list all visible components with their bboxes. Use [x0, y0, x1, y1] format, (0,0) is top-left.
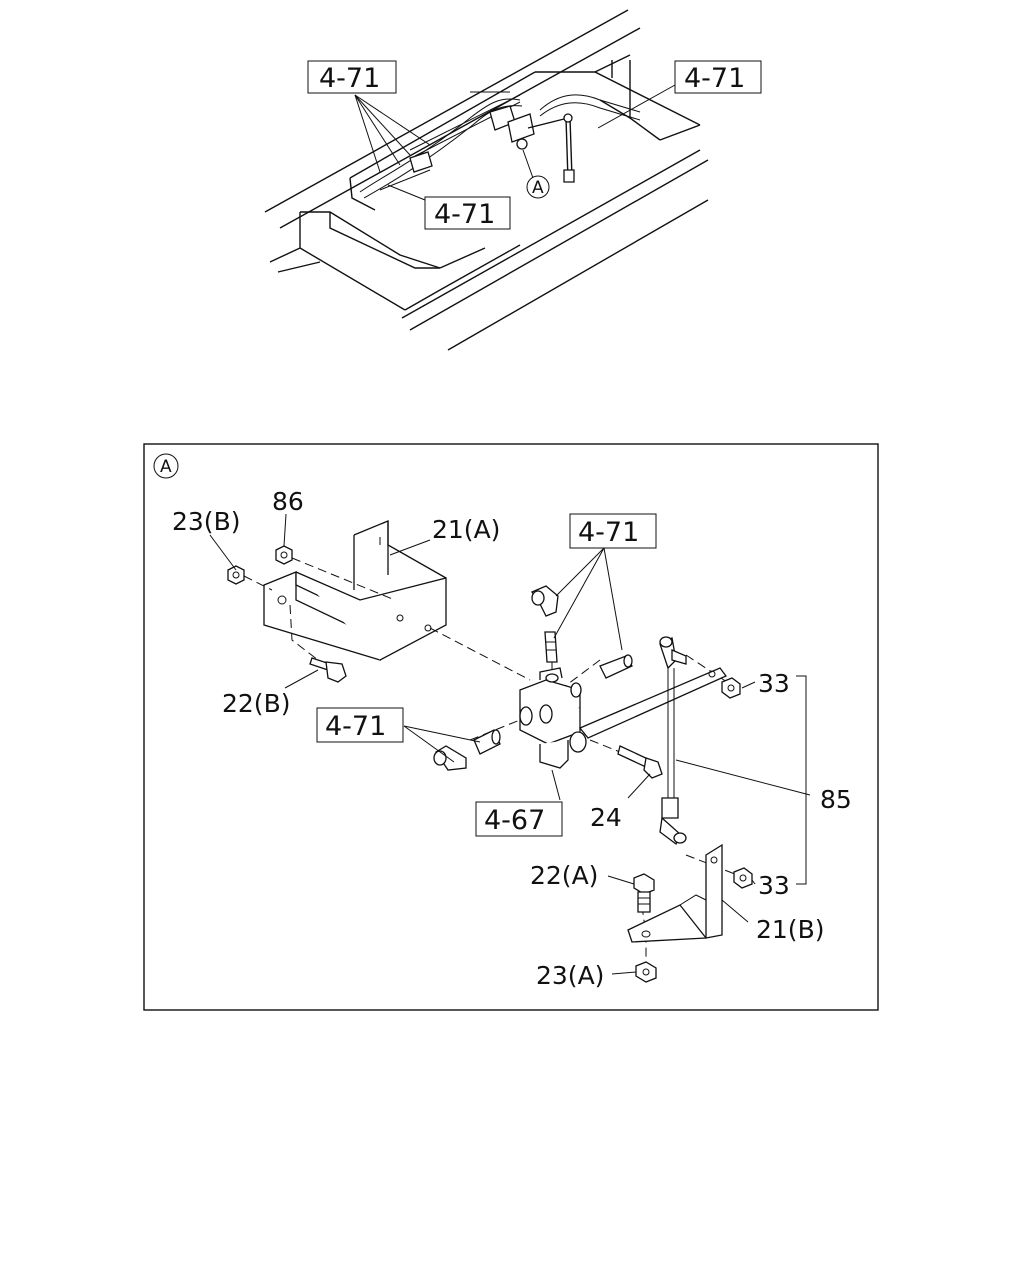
- nut-23b: [227, 565, 245, 585]
- detail-marker: A: [160, 457, 172, 477]
- detail-a: A: [143, 443, 879, 1011]
- nut-23a: [635, 961, 657, 983]
- bolt-24: [617, 745, 663, 779]
- label-23a: 23(A): [536, 961, 604, 990]
- chassis-overview: 4-71 4-71 4-71 A: [264, 9, 762, 351]
- detail-ref-box-bottom: [475, 801, 563, 837]
- fitting-elbow-left: [433, 745, 467, 771]
- label-86: 86: [272, 487, 304, 516]
- lever-arm: [578, 667, 728, 739]
- overview-ref-1: 4-71: [319, 63, 380, 94]
- fitting-straight-left: [473, 729, 501, 755]
- nut-33-lower: [733, 867, 753, 889]
- fitting-nipple-top: [544, 631, 558, 663]
- bolt-22b: [309, 657, 347, 683]
- overview-ref-box-1: [307, 60, 397, 94]
- label-85: 85: [820, 785, 852, 814]
- overview-ref-box-3: [424, 196, 511, 230]
- detail-frame: [143, 443, 879, 1011]
- link-rod-85: [659, 636, 687, 846]
- label-33-upper: 33: [758, 669, 790, 698]
- detail-ref-left: 4-71: [325, 711, 386, 742]
- nut-86: [275, 545, 293, 565]
- overview-ref-2: 4-71: [684, 63, 745, 94]
- fitting-straight-right: [599, 654, 633, 679]
- label-21b: 21(B): [756, 915, 824, 944]
- detail-ref-box-top: [569, 513, 657, 549]
- overview-ref-box-2: [674, 60, 762, 94]
- detail-ref-top: 4-71: [578, 517, 639, 548]
- detail-ref-box-left: [316, 707, 404, 743]
- bolt-22a: [633, 873, 655, 913]
- label-33-lower: 33: [758, 871, 790, 900]
- label-22a: 22(A): [530, 861, 598, 890]
- nut-33-upper: [721, 677, 741, 699]
- overview-ref-3: 4-71: [434, 199, 495, 230]
- detail-marker-circle: [153, 453, 179, 479]
- fitting-elbow-top: [531, 585, 559, 617]
- detail-ref-bottom: 4-67: [484, 805, 545, 836]
- bracket-21b: [627, 843, 723, 943]
- overview-detail-marker: A: [532, 178, 544, 198]
- label-22b: 22(B): [222, 689, 290, 718]
- leveling-valve: [519, 667, 587, 769]
- detail-marker-circle: [526, 175, 550, 199]
- label-21a: 21(A): [432, 515, 500, 544]
- label-23b: 23(B): [172, 507, 240, 536]
- label-24: 24: [590, 803, 622, 832]
- bracket-21a: [263, 520, 447, 661]
